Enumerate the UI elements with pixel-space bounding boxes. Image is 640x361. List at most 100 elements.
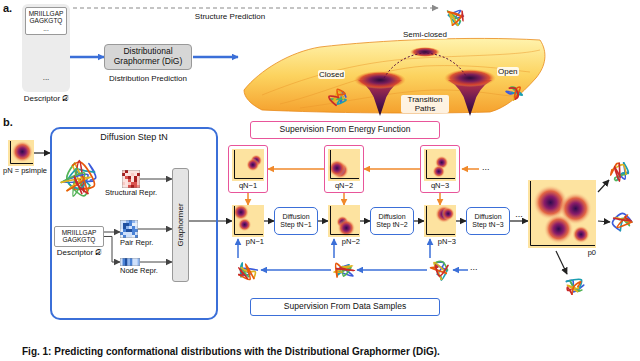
target-distribution: qN−1 bbox=[228, 145, 268, 193]
node-label: Distributional Graphormer (DiG) bbox=[108, 47, 188, 67]
state-label: Open bbox=[497, 67, 519, 76]
density-plot bbox=[328, 205, 360, 237]
connector-arrow bbox=[140, 262, 172, 263]
arrow bbox=[237, 239, 239, 258]
ellipsis: ... bbox=[470, 262, 478, 272]
distribution-plot: pN−1 bbox=[232, 205, 264, 237]
protein-structure bbox=[611, 163, 629, 181]
density-plot bbox=[528, 180, 596, 248]
node-label: pN−1 bbox=[246, 238, 264, 247]
connector-arrow bbox=[104, 236, 120, 262]
supervision-box: Supervision From Data Samples bbox=[250, 298, 440, 316]
node-label: Descriptor 𝒟 bbox=[8, 94, 84, 103]
plot-background bbox=[328, 205, 360, 237]
panel-label: a. bbox=[3, 2, 12, 15]
density bbox=[435, 205, 455, 223]
heatmap bbox=[120, 258, 140, 266]
ellipsis: ... bbox=[43, 73, 50, 82]
protein-structure bbox=[506, 87, 522, 100]
plot-background bbox=[424, 149, 456, 181]
distribution-plot: pN−2 bbox=[328, 205, 360, 237]
connector-arrow bbox=[439, 193, 441, 205]
node-label: pN−3 bbox=[438, 238, 456, 247]
energy-landscape bbox=[244, 38, 545, 116]
node-label: Graphormer bbox=[176, 203, 185, 246]
descriptor-box: MRIILLGAP GAGKGTQDescriptor 𝒟 bbox=[54, 226, 104, 247]
arrow bbox=[357, 269, 427, 271]
plot-background bbox=[8, 140, 34, 166]
heatmap-cells bbox=[120, 258, 140, 266]
node-label: qN−2 bbox=[325, 182, 363, 190]
ellipsis: ... bbox=[482, 162, 490, 172]
plot-axes bbox=[235, 150, 264, 179]
heatmap bbox=[122, 170, 140, 188]
connector-arrow bbox=[104, 232, 120, 233]
plot-background bbox=[232, 149, 264, 181]
edge-label: ... bbox=[515, 209, 523, 219]
transition-path bbox=[384, 53, 466, 78]
protein-structure bbox=[61, 169, 92, 197]
protein-structure bbox=[334, 263, 355, 276]
arrow bbox=[333, 239, 335, 258]
node-label: pN = psimple bbox=[3, 167, 47, 176]
node-label: pN−2 bbox=[342, 238, 360, 247]
annotation: Structure Prediction bbox=[195, 12, 265, 21]
arrow bbox=[453, 269, 468, 271]
heatmap-cells bbox=[120, 220, 138, 238]
connector-arrow bbox=[510, 220, 528, 221]
protein-structure bbox=[447, 10, 463, 25]
diffusion-step-box: Diffusion Step tN−2 bbox=[370, 207, 414, 235]
node-label: qN−3 bbox=[421, 182, 459, 190]
node-label: p0 bbox=[588, 249, 596, 258]
diffusion-step-box: Diffusion Step tN−1 bbox=[274, 207, 318, 235]
node-label: Supervision From Data Samples bbox=[255, 302, 435, 312]
node-label: qN−1 bbox=[229, 182, 267, 190]
connector-arrow bbox=[34, 152, 50, 153]
protein-structure bbox=[239, 263, 257, 280]
heatmap-cells bbox=[122, 170, 140, 188]
diffusion-step-box: Diffusion Step tNStructural Repr.MRIILLG… bbox=[50, 127, 218, 320]
density bbox=[432, 156, 448, 178]
arrow bbox=[598, 180, 609, 192]
figure-caption: Fig. 1: Predicting conformational distri… bbox=[22, 346, 440, 358]
density bbox=[246, 154, 262, 171]
pair-repr: Pair Repr. bbox=[120, 220, 138, 238]
state-label: Semi-closed bbox=[402, 30, 448, 39]
diffusion-step-box: Diffusion Step tN−3 bbox=[466, 207, 510, 235]
graphormer-box: Graphormer bbox=[172, 168, 189, 282]
connector-arrow bbox=[268, 168, 324, 170]
target-distribution: qN−2 bbox=[324, 145, 364, 193]
heatmap-frame bbox=[120, 258, 140, 266]
arrow bbox=[462, 168, 479, 170]
density-plot bbox=[424, 149, 456, 181]
node-repr: Node Repr. bbox=[120, 258, 140, 266]
connector-arrow bbox=[140, 179, 172, 180]
connector-arrow bbox=[364, 168, 420, 170]
connector-arrow bbox=[456, 220, 466, 221]
plot-background bbox=[328, 149, 360, 181]
supervision-box: Supervision From Energy Function bbox=[250, 121, 440, 139]
node-label: Node Repr. bbox=[120, 267, 158, 276]
state-label: Transition Paths bbox=[401, 95, 449, 113]
node-label: Diffusion Step tN−2 bbox=[373, 213, 411, 229]
plot-background bbox=[528, 180, 596, 248]
protein-structure bbox=[567, 279, 584, 294]
plot-axes bbox=[331, 150, 360, 179]
density bbox=[11, 141, 33, 163]
density-plot bbox=[8, 140, 34, 166]
model-box: Distributional Graphormer (DiG) bbox=[104, 44, 192, 70]
plot-axes bbox=[427, 206, 456, 235]
connector-arrow bbox=[189, 220, 232, 221]
distribution-plot: pN−3 bbox=[424, 205, 456, 237]
plot-background bbox=[232, 205, 264, 237]
heatmap bbox=[120, 220, 138, 238]
arrow bbox=[73, 7, 438, 8]
sequence-box: MRIILLGAP GAGKGTQ ... bbox=[25, 7, 67, 35]
density-plot bbox=[424, 205, 456, 237]
node-heading: Descriptor 𝒟 bbox=[41, 248, 117, 257]
connector-arrow bbox=[264, 220, 274, 221]
arrow bbox=[429, 239, 431, 258]
node-label: Diffusion Step tN−1 bbox=[277, 213, 315, 229]
density-plot bbox=[232, 205, 264, 237]
